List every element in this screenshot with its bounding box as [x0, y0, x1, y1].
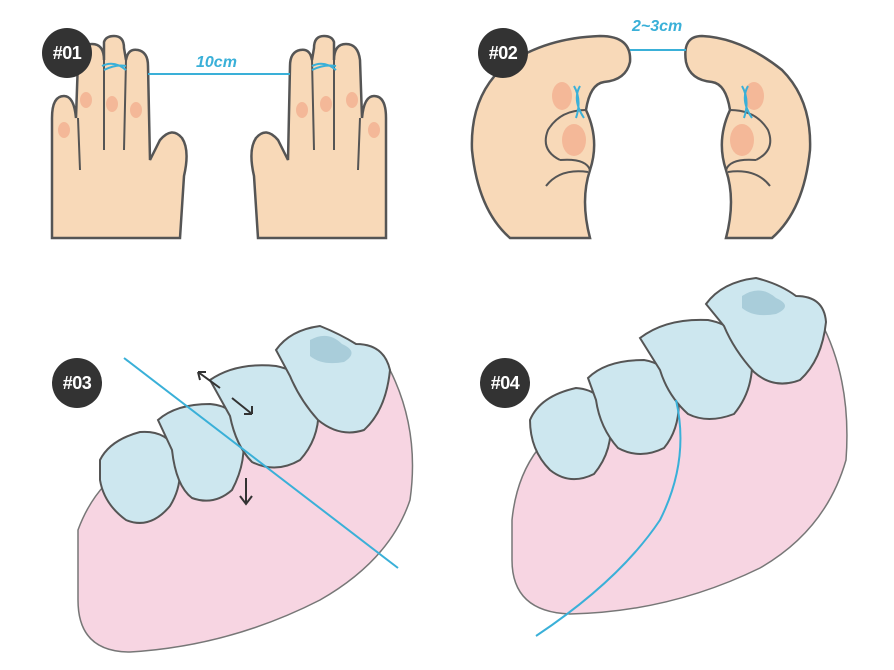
measurement-label-1: 10cm — [196, 54, 237, 71]
floss-line — [535, 399, 682, 637]
tooth-illustration — [528, 386, 612, 481]
left-hand-grip — [470, 34, 632, 240]
floss-line — [101, 62, 290, 75]
panel-1-hands — [50, 34, 388, 240]
step-badge-3: #03 — [52, 358, 102, 408]
step-badge-4: #04 — [480, 358, 530, 408]
tooth-illustration — [274, 324, 392, 434]
tooth-illustration — [704, 276, 828, 385]
floss-line — [573, 49, 753, 119]
panel-3-teeth — [77, 324, 414, 653]
step-badge-2: #02 — [478, 28, 528, 78]
tooth-illustration — [156, 402, 245, 502]
left-hand — [50, 34, 188, 240]
right-hand — [250, 34, 388, 240]
tooth-illustration — [586, 358, 680, 455]
tooth-illustration — [208, 364, 320, 469]
floss-line — [123, 357, 399, 569]
measurement-label-2: 2~3cm — [632, 18, 683, 35]
tooth-illustration — [638, 318, 754, 420]
panel-4-teeth — [511, 276, 848, 637]
arrow-icon — [197, 371, 253, 506]
panel-2-hands — [470, 34, 812, 240]
step-badge-1: #01 — [42, 28, 92, 78]
tooth-illustration — [99, 430, 181, 524]
